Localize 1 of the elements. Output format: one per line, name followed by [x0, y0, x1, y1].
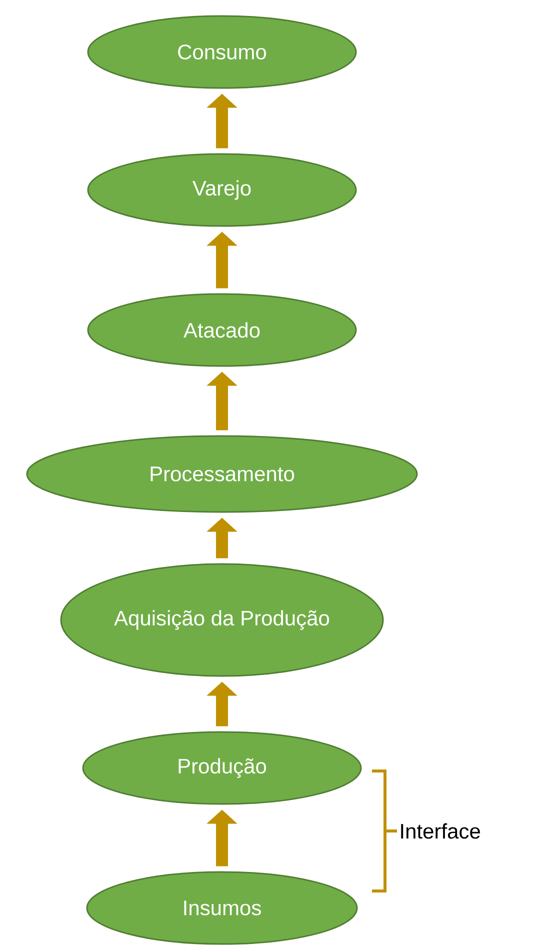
bracket-label: Interface [401, 823, 480, 839]
